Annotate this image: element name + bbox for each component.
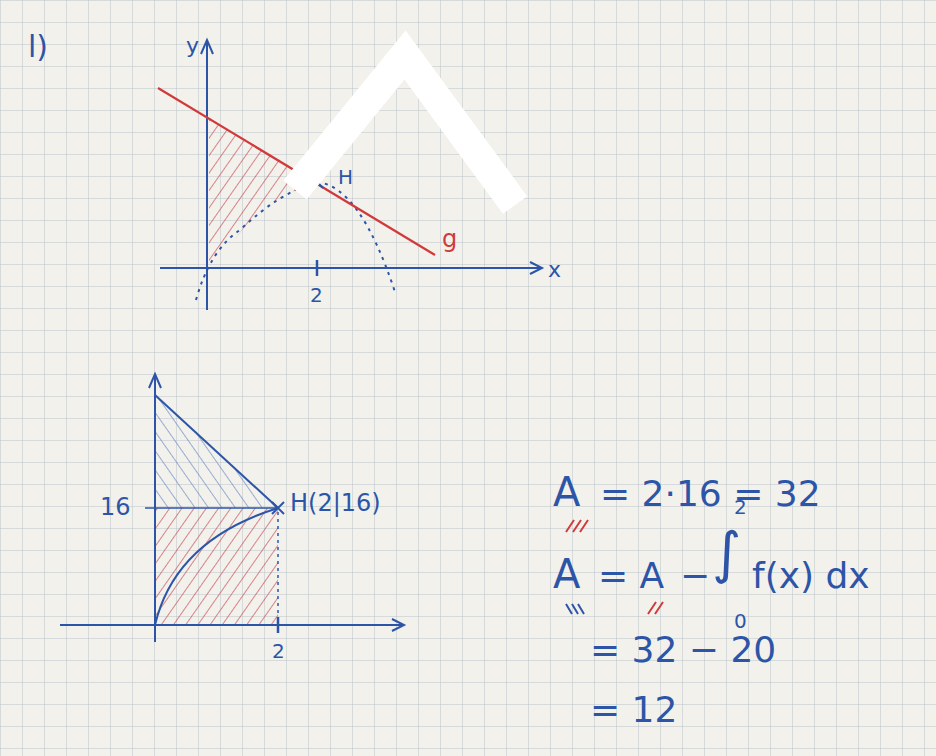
- hatch-mark: [648, 602, 663, 614]
- sketch-label: −: [680, 556, 710, 596]
- white-mark: [295, 55, 515, 205]
- sketch-label: 2: [310, 284, 323, 306]
- sketch-label: = 32 − 20: [590, 630, 776, 670]
- y-axis: [154, 376, 156, 642]
- curve: [196, 182, 395, 300]
- hatched-area: [155, 508, 278, 625]
- sketch-label: H(2|16): [290, 490, 381, 516]
- sketch-label: 0: [734, 610, 747, 632]
- sketch-label: x: [548, 258, 561, 282]
- sketch-label: f(x) dx: [752, 556, 870, 596]
- sketch-label: g: [442, 226, 457, 252]
- sketch-label: y: [186, 34, 199, 58]
- sketch-label: A: [553, 470, 580, 514]
- sketch-label: l): [28, 30, 48, 63]
- sketch-label: H: [338, 166, 353, 188]
- x-axis: [160, 267, 540, 269]
- sketch-label: = A: [598, 556, 664, 596]
- line-g: [155, 395, 278, 508]
- hatched-area: [155, 395, 278, 508]
- hatch-mark: [566, 520, 588, 532]
- curve: [155, 508, 278, 625]
- sketch-label: 2: [734, 496, 747, 518]
- sketch-label: 2: [272, 640, 285, 662]
- hatch-mark: [566, 604, 584, 614]
- sketch-label: A: [553, 552, 580, 596]
- sketch-label: 16: [100, 494, 131, 520]
- sketch-label: = 2·16 = 32: [600, 474, 821, 514]
- sketch-label: = 12: [590, 690, 677, 730]
- x-axis: [60, 624, 402, 626]
- sketch-label: ∫: [712, 522, 741, 584]
